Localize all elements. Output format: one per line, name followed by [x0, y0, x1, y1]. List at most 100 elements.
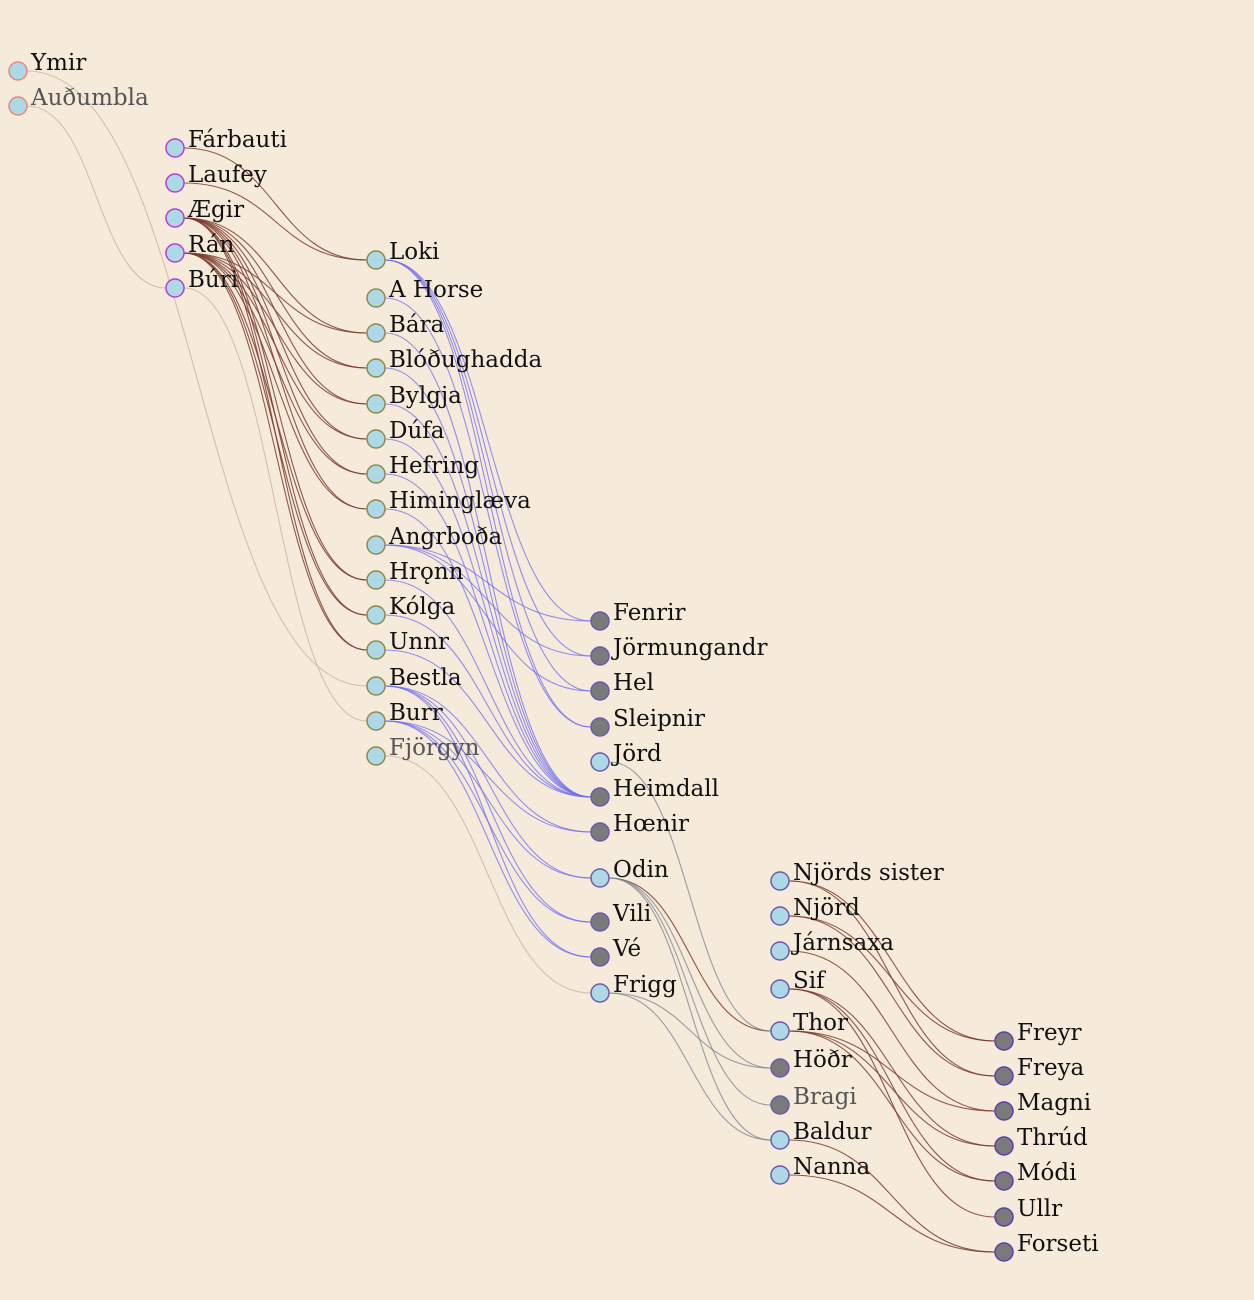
node-circle[interactable] [366, 394, 386, 414]
node-loki[interactable]: Loki [366, 239, 439, 270]
node-circle[interactable] [8, 96, 28, 116]
node-bestla[interactable]: Bestla [366, 665, 462, 696]
node-angrboda[interactable]: Angrboða [366, 524, 503, 555]
node-circle[interactable] [366, 535, 386, 555]
node-circle[interactable] [770, 979, 790, 999]
node-circle[interactable] [770, 1130, 790, 1150]
node-circle[interactable] [165, 243, 185, 263]
node-circle[interactable] [590, 611, 610, 631]
node-ymir[interactable]: Ymir [8, 50, 86, 81]
node-label: Hrǫnn [389, 559, 464, 585]
node-hronn[interactable]: Hrǫnn [366, 559, 464, 590]
node-circle[interactable] [366, 676, 386, 696]
node-circle[interactable] [770, 906, 790, 926]
node-audumbla[interactable]: Auðumbla [8, 85, 149, 116]
node-circle[interactable] [366, 250, 386, 270]
node-njords_sister[interactable]: Njörds sister [770, 860, 944, 891]
node-circle[interactable] [366, 288, 386, 308]
node-circle[interactable] [994, 1207, 1014, 1227]
node-circle[interactable] [770, 871, 790, 891]
node-nanna[interactable]: Nanna [770, 1154, 870, 1185]
node-hel[interactable]: Hel [590, 670, 654, 701]
node-jarnsaxa[interactable]: Járnsaxa [770, 930, 894, 961]
node-heimdall[interactable]: Heimdall [590, 776, 719, 807]
node-circle[interactable] [770, 941, 790, 961]
node-ran[interactable]: Rán [165, 232, 235, 263]
node-ve[interactable]: Vé [590, 936, 641, 967]
node-circle[interactable] [770, 1021, 790, 1041]
node-jord[interactable]: Jörd [590, 741, 662, 772]
node-circle[interactable] [590, 868, 610, 888]
node-blodughadda[interactable]: Blóðughadda [366, 347, 542, 378]
node-dufa[interactable]: Dúfa [366, 418, 445, 449]
node-jormungandr[interactable]: Jörmungandr [590, 635, 767, 666]
node-circle[interactable] [366, 358, 386, 378]
node-circle[interactable] [366, 499, 386, 519]
node-circle[interactable] [590, 983, 610, 1003]
node-thor[interactable]: Thor [770, 1010, 848, 1041]
node-buri[interactable]: Búri [165, 267, 238, 298]
node-circle[interactable] [590, 681, 610, 701]
node-circle[interactable] [590, 947, 610, 967]
node-circle[interactable] [366, 711, 386, 731]
node-sleipnir[interactable]: Sleipnir [590, 706, 705, 737]
node-circle[interactable] [994, 1171, 1014, 1191]
node-forseti[interactable]: Forseti [994, 1231, 1099, 1262]
node-hodr[interactable]: Höðr [770, 1047, 852, 1078]
node-circle[interactable] [366, 640, 386, 660]
node-bragi[interactable]: Bragi [770, 1084, 857, 1115]
node-odin[interactable]: Odin [590, 857, 669, 888]
node-bara[interactable]: Bára [366, 312, 445, 343]
node-vili[interactable]: Vili [590, 901, 651, 932]
node-circle[interactable] [165, 173, 185, 193]
node-hefring[interactable]: Hefring [366, 453, 479, 484]
node-freyr[interactable]: Freyr [994, 1020, 1082, 1051]
node-fenrir[interactable]: Fenrir [590, 600, 685, 631]
node-magni[interactable]: Magni [994, 1090, 1091, 1121]
node-laufey[interactable]: Laufey [165, 162, 267, 193]
node-circle[interactable] [590, 787, 610, 807]
node-circle[interactable] [994, 1101, 1014, 1121]
node-circle[interactable] [590, 717, 610, 737]
node-circle[interactable] [165, 138, 185, 158]
node-njord[interactable]: Njörd [770, 895, 860, 926]
node-circle[interactable] [366, 464, 386, 484]
node-circle[interactable] [366, 323, 386, 343]
node-ullr[interactable]: Ullr [994, 1196, 1062, 1227]
node-burr[interactable]: Burr [366, 700, 443, 731]
node-circle[interactable] [165, 208, 185, 228]
node-circle[interactable] [994, 1066, 1014, 1086]
node-circle[interactable] [366, 429, 386, 449]
node-thrud[interactable]: Thrúd [994, 1125, 1088, 1156]
node-unnr[interactable]: Unnr [366, 629, 449, 660]
node-circle[interactable] [590, 646, 610, 666]
node-circle[interactable] [770, 1165, 790, 1185]
node-circle[interactable] [994, 1136, 1014, 1156]
node-modi[interactable]: Módi [994, 1160, 1076, 1191]
link-frigg-baldur [608, 992, 772, 1141]
node-himinglaeva[interactable]: Himinglæva [366, 488, 531, 519]
node-circle[interactable] [366, 605, 386, 625]
node-circle[interactable] [770, 1095, 790, 1115]
node-hoenir[interactable]: Hœnir [590, 811, 689, 842]
node-circle[interactable] [165, 278, 185, 298]
node-fjorgyn[interactable]: Fjörgyn [366, 735, 480, 766]
node-baldur[interactable]: Baldur [770, 1119, 872, 1150]
node-freya[interactable]: Freya [994, 1055, 1085, 1086]
node-aegir[interactable]: Ægir [165, 197, 244, 228]
node-bylgja[interactable]: Bylgja [366, 383, 462, 414]
node-circle[interactable] [8, 61, 28, 81]
node-frigg[interactable]: Frigg [590, 972, 677, 1003]
node-circle[interactable] [590, 752, 610, 772]
node-circle[interactable] [366, 570, 386, 590]
node-farbauti[interactable]: Fárbauti [165, 127, 287, 158]
node-circle[interactable] [770, 1058, 790, 1078]
node-sif[interactable]: Sif [770, 968, 826, 999]
node-circle[interactable] [994, 1242, 1014, 1262]
node-circle[interactable] [590, 822, 610, 842]
node-horse[interactable]: A Horse [366, 277, 483, 308]
node-kolga[interactable]: Kólga [366, 594, 455, 625]
node-circle[interactable] [366, 746, 386, 766]
node-circle[interactable] [590, 912, 610, 932]
node-circle[interactable] [994, 1031, 1014, 1051]
